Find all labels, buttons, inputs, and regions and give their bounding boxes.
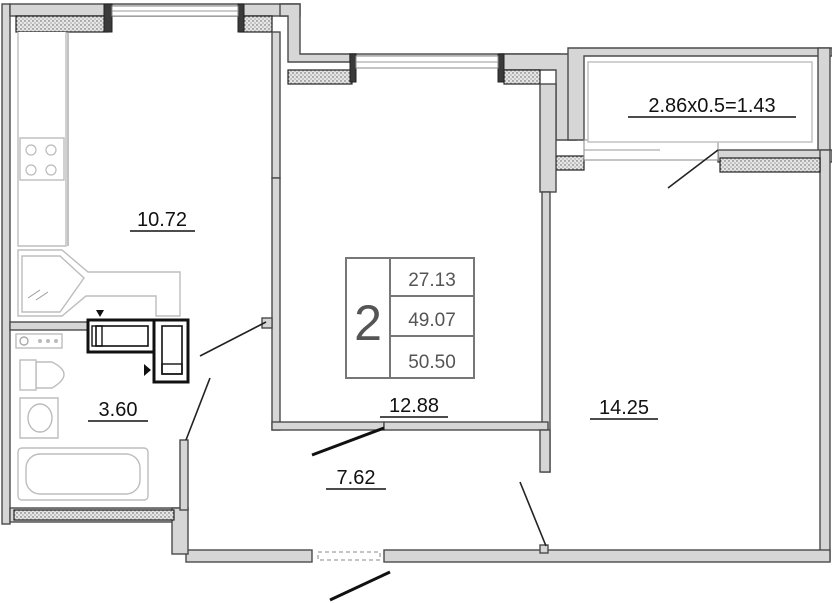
bathroom-fixtures bbox=[15, 310, 190, 501]
kitchen-fixtures bbox=[17, 32, 181, 317]
kitchen-area: 10.72 bbox=[137, 209, 187, 231]
room-labels: 10.72 12.88 14.25 3.60 7.62 2.86x0.5=1.4… bbox=[88, 95, 796, 490]
balcony-area: 2.86x0.5=1.43 bbox=[648, 95, 775, 117]
window-jambs bbox=[13, 3, 821, 521]
bedroom-area: 14.25 bbox=[599, 397, 649, 419]
living-area: 27.13 bbox=[408, 270, 456, 291]
doors bbox=[185, 149, 719, 602]
total-with-balcony: 50.50 bbox=[408, 352, 456, 373]
area-summary-box: 2 27.13 49.07 50.50 bbox=[345, 257, 475, 379]
balcony-outline bbox=[587, 61, 813, 143]
total-area: 49.07 bbox=[408, 310, 456, 331]
windows bbox=[111, 5, 719, 561]
bathroom-area: 3.60 bbox=[99, 399, 138, 421]
rooms-count: 2 bbox=[354, 295, 382, 351]
living-room-area: 12.88 bbox=[389, 395, 439, 417]
hall-area: 7.62 bbox=[337, 467, 376, 489]
